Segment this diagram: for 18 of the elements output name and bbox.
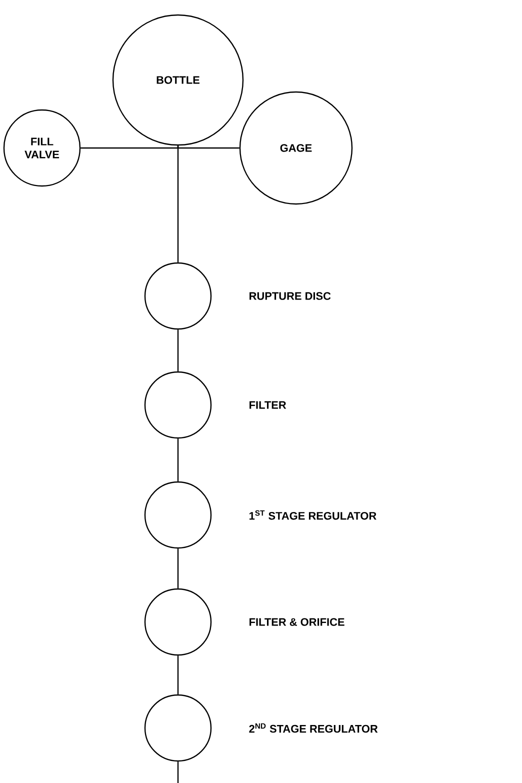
connector-line: [177, 656, 179, 694]
connector-line: [177, 548, 179, 588]
component-circle: [144, 588, 212, 656]
connector-line: [177, 146, 179, 262]
connector-line: [177, 146, 240, 149]
component-label: FILTER & ORIFICE: [250, 618, 344, 626]
component-circle: [144, 694, 212, 762]
component-label: FILTER: [250, 401, 286, 409]
component-circle: [144, 371, 212, 439]
component-label: RUPTURE DISC: [250, 292, 331, 300]
connector-line: [177, 762, 179, 783]
connector-line: [80, 146, 179, 149]
component-circle: [144, 481, 212, 549]
connector-line: [177, 438, 179, 482]
component-label: 1$^{ST}$ STAGE REGULATOR: [249, 510, 376, 520]
component-circle: [144, 262, 212, 330]
connector-line: [177, 330, 179, 372]
component-label: 2$^{ND}$ STAGE REGULATOR: [249, 723, 378, 733]
